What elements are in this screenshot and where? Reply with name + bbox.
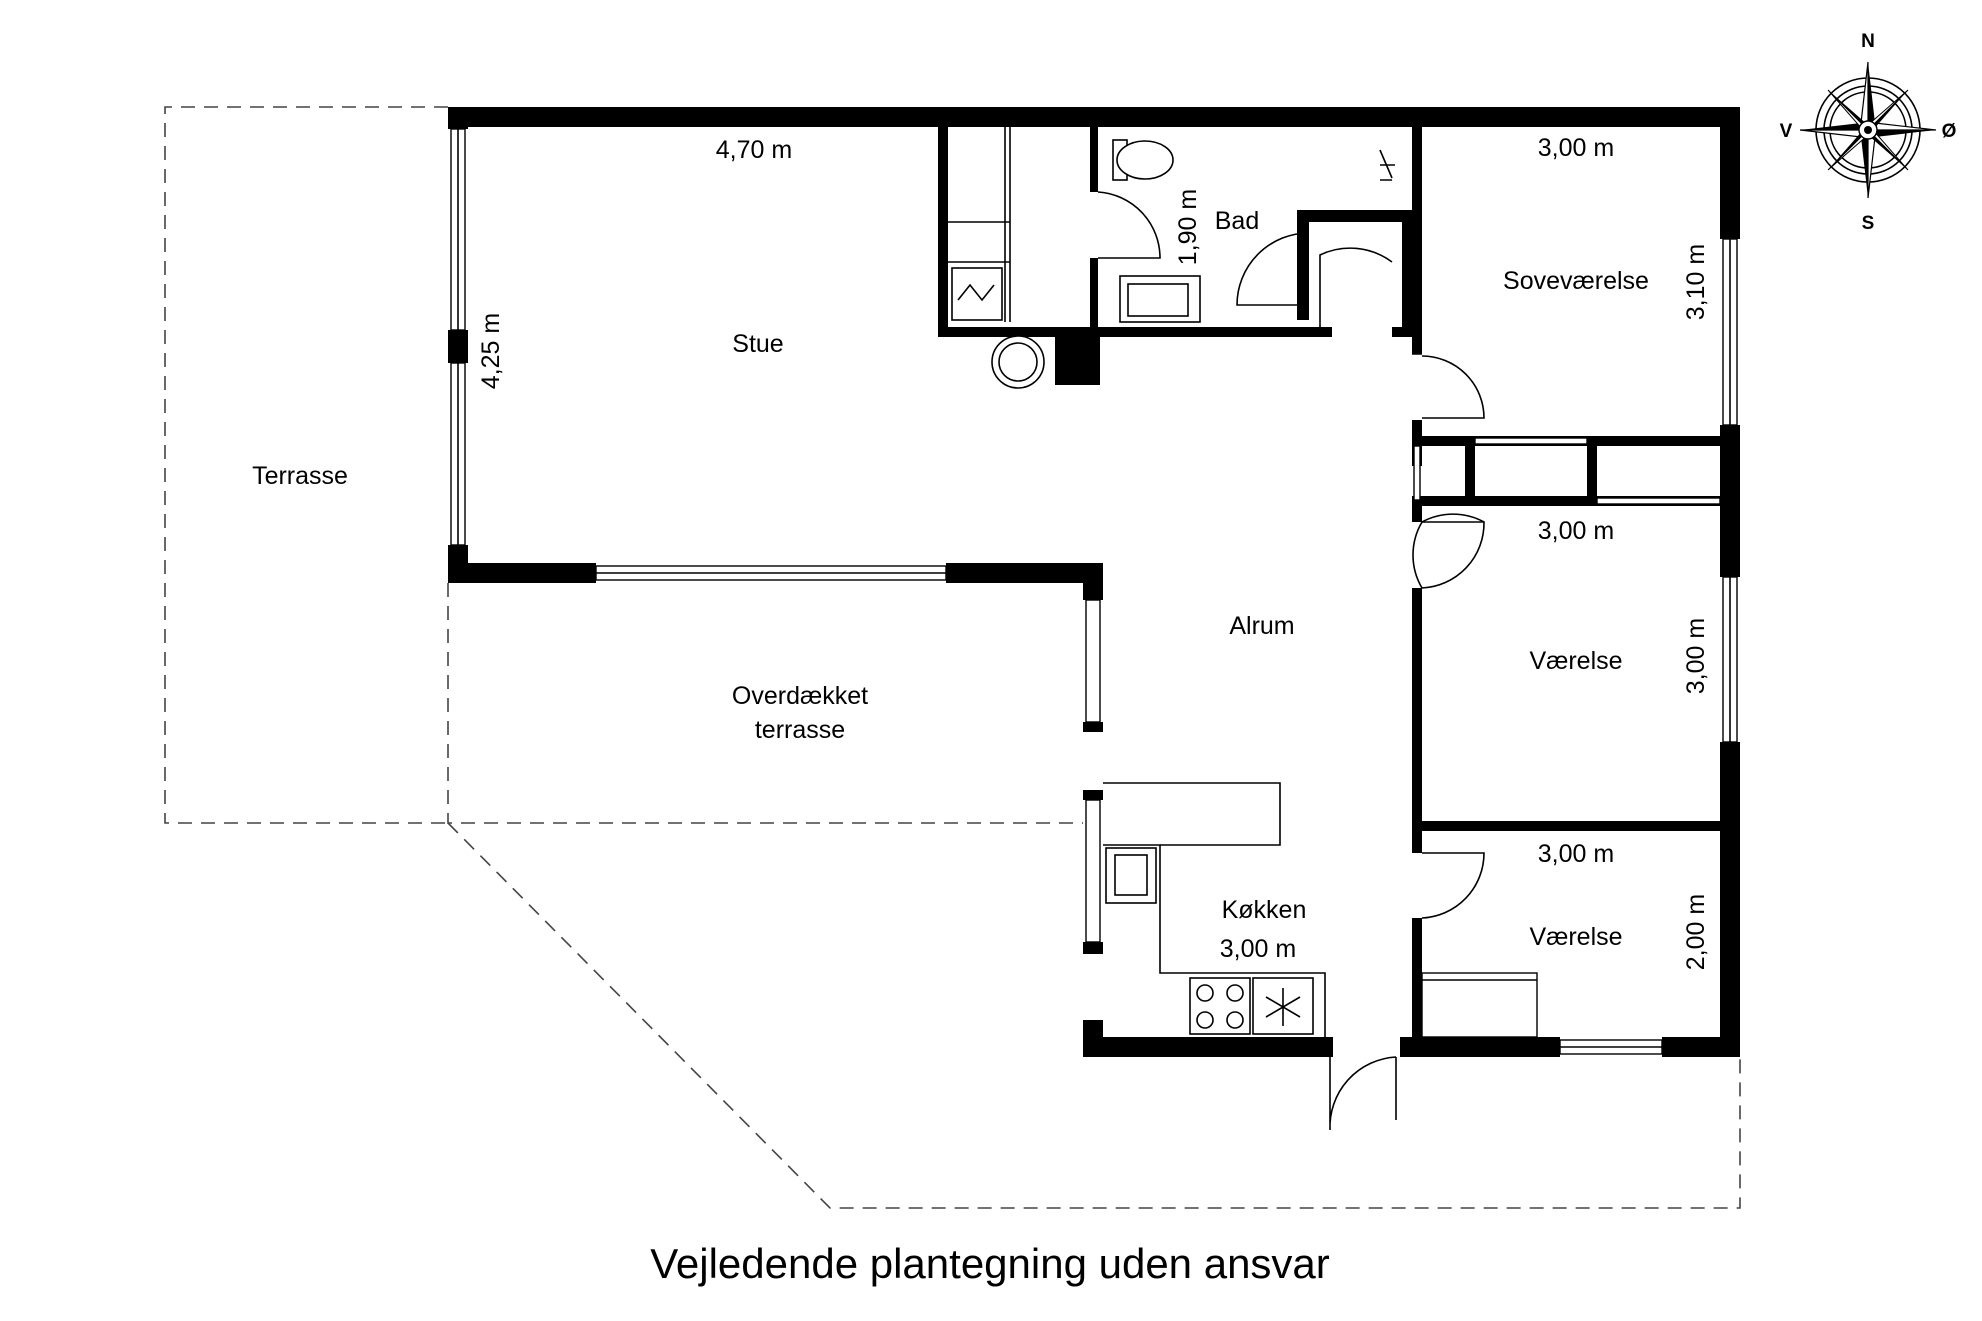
fixtures <box>948 127 1395 1037</box>
label-room-1: Værelse <box>1529 647 1622 675</box>
label-living: Stue <box>732 330 783 358</box>
dim-bedroom-width: 3,00 m <box>1538 134 1614 162</box>
label-kitchen: Køkken <box>1222 896 1307 924</box>
dim-bath-width: 1,90 m <box>1174 189 1202 265</box>
doors <box>1097 191 1485 1131</box>
label-room-2: Værelse <box>1529 923 1622 951</box>
plan-caption: Vejledende plantegning uden ansvar <box>650 1240 1330 1287</box>
windows <box>450 128 1738 1055</box>
compass-rose: N S V Ø <box>1780 31 1957 234</box>
dim-room-1-depth: 3,00 m <box>1682 618 1710 694</box>
compass-north: N <box>1861 31 1875 52</box>
label-covered-terrace-1: Overdækket <box>732 682 868 710</box>
label-bath: Bad <box>1215 207 1259 235</box>
terrace-outlines <box>164 106 1741 1209</box>
label-terrace: Terrasse <box>252 462 348 490</box>
dim-room-2-width: 3,00 m <box>1538 840 1614 868</box>
dim-bedroom-depth: 3,10 m <box>1682 244 1710 320</box>
label-covered-terrace-2: terrasse <box>755 716 845 744</box>
room-labels: Terrasse Overdækket terrasse Stue Bad So… <box>252 207 1649 951</box>
exterior-walls <box>448 107 1740 1057</box>
label-family-room: Alrum <box>1229 612 1294 640</box>
compass-star-icon <box>1799 61 1937 199</box>
dim-room-2-depth: 2,00 m <box>1682 894 1710 970</box>
compass-south: S <box>1862 213 1875 234</box>
compass-east: Ø <box>1942 121 1957 142</box>
dimension-labels: 4,70 m 4,25 m 1,90 m 3,00 m 3,10 m 3,00 … <box>477 134 1710 970</box>
label-bedroom: Soveværelse <box>1503 267 1649 295</box>
compass-west: V <box>1780 121 1793 142</box>
dim-living-depth: 4,25 m <box>477 313 505 389</box>
dim-room-1-width: 3,00 m <box>1538 517 1614 545</box>
closet-fronts <box>1413 437 1721 1038</box>
dim-living-width: 4,70 m <box>716 136 792 164</box>
dim-kitchen-width: 3,00 m <box>1220 935 1296 963</box>
